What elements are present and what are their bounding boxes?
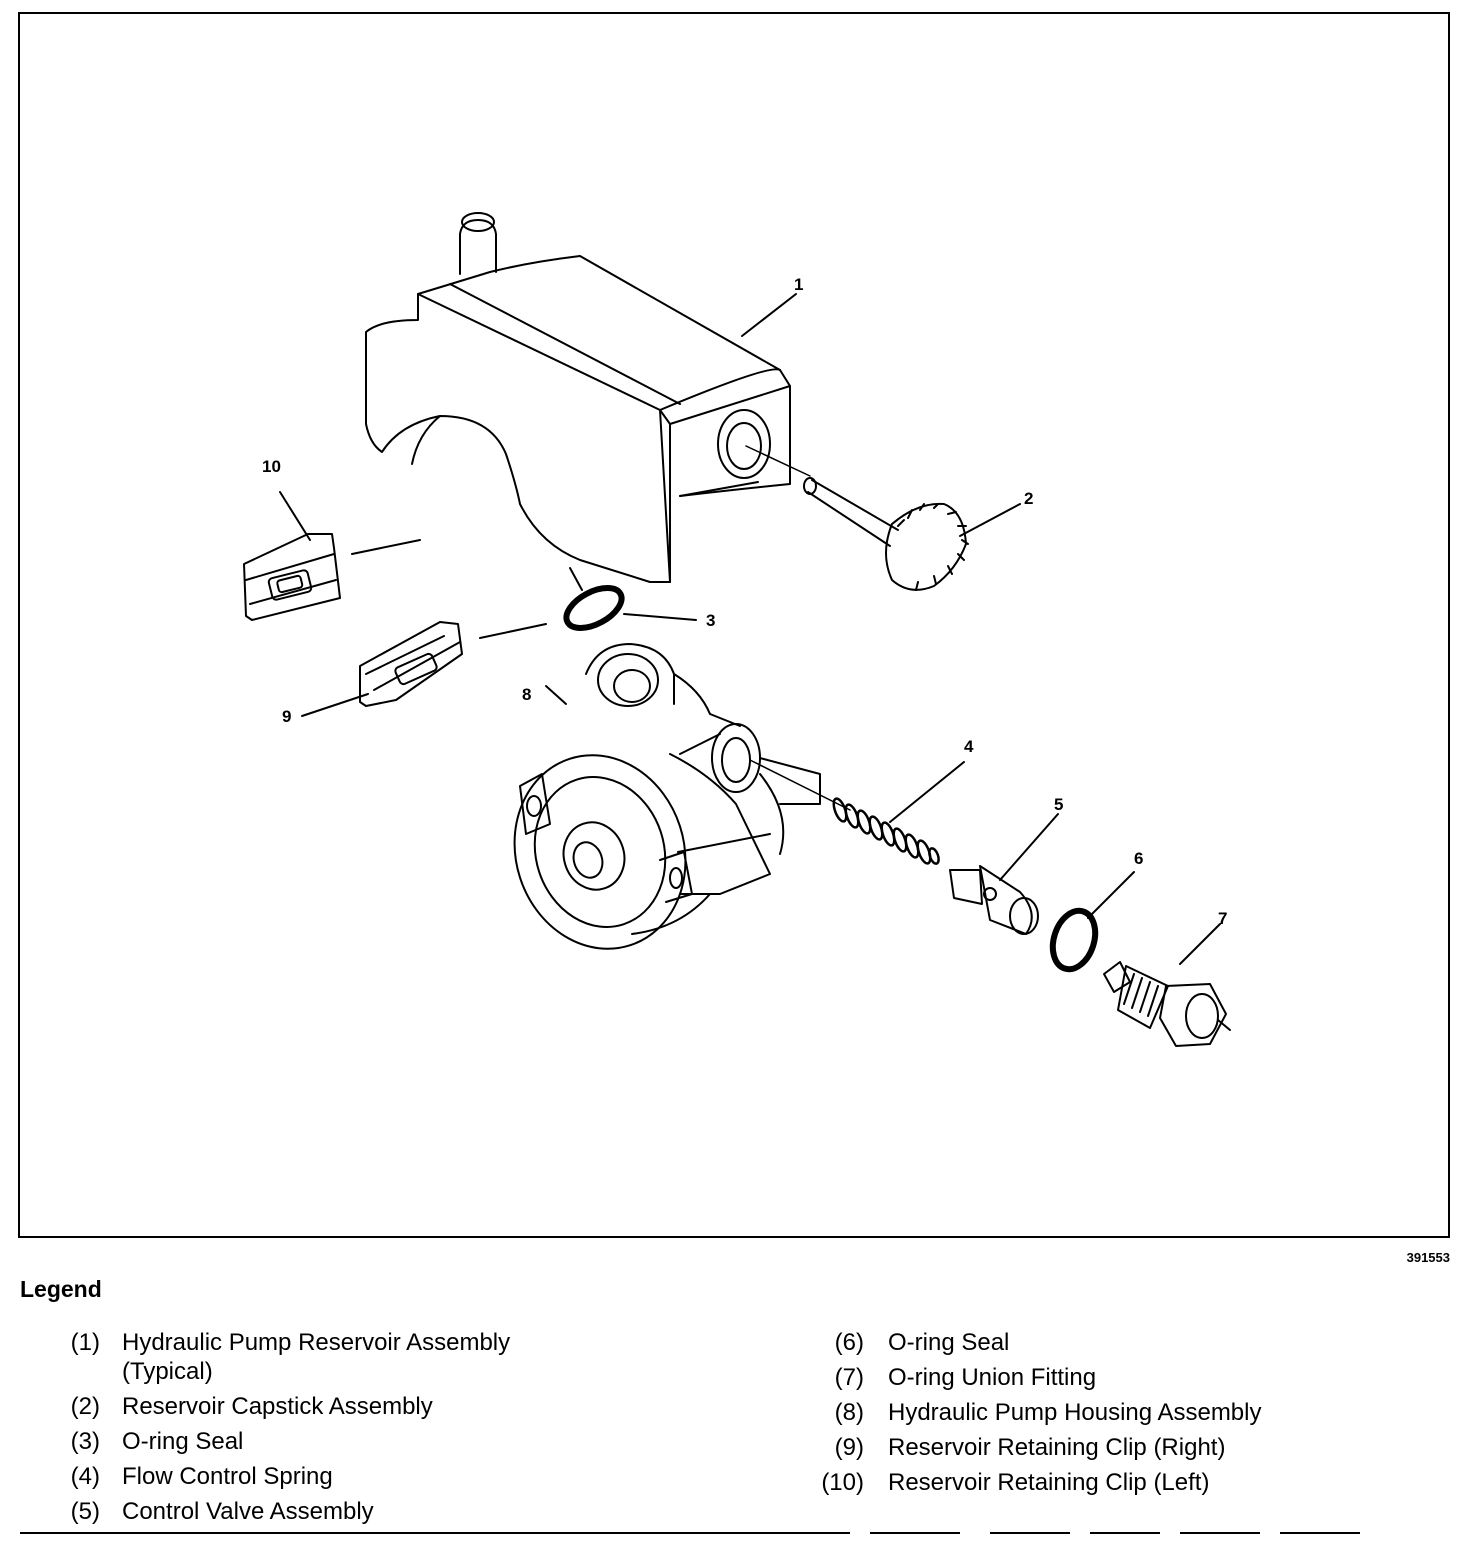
callout-10: 10 [262,457,281,476]
legend-item-text: Reservoir Retaining Clip (Left) [888,1469,1210,1496]
legend-title: Legend [20,1276,102,1302]
flow-control-spring [749,759,965,865]
callout-6: 6 [1134,849,1143,868]
legend-item-text: O-ring Union Fitting [888,1364,1097,1391]
legend-item-number: (5) [70,1498,100,1525]
callout-8: 8 [522,685,531,704]
legend-item-number: (7) [834,1364,864,1391]
legend-item-text: Flow Control Spring [122,1463,333,1490]
legend-item: (5) Control Valve Assembly [0,1497,720,1526]
pump-housing [513,643,821,950]
legend-item: (8) Hydraulic Pump Housing Assembly [816,1398,1456,1427]
legend-item-number: (9) [834,1434,864,1461]
legend-item-number: (6) [834,1329,864,1356]
legend-item-number: (2) [70,1393,100,1420]
legend-item-text: Reservoir Capstick Assembly [122,1393,433,1420]
legend-item-number: (8) [834,1399,864,1426]
exploded-diagram: 1 2 3 4 5 6 7 8 9 10 [243,212,1231,1047]
callout-4: 4 [964,737,974,756]
o-ring-union-fitting [1103,923,1231,1047]
legend-item-text-continued: (Typical) [122,1358,213,1385]
o-ring-seal-upper [563,567,697,631]
reservoir-assembly [365,212,791,583]
legend-item-number: (10) [821,1469,864,1496]
callout-5: 5 [1054,795,1063,814]
legend-item: (2) Reservoir Capstick Assembly [0,1392,720,1421]
legend-item-number: (3) [70,1428,100,1455]
legend-item: (10) Reservoir Retaining Clip (Left) [816,1468,1456,1497]
legend-item: (3) O-ring Seal [0,1427,720,1456]
legend-item: (6) O-ring Seal [816,1328,1456,1357]
callout-7: 7 [1218,909,1227,928]
callout-9: 9 [282,707,291,726]
legend-item-text: O-ring Seal [122,1428,244,1455]
reservoir-capstick [745,445,1021,591]
figure-frame: 1 2 3 4 5 6 7 8 9 10 [18,12,1450,1238]
legend-item-text: Hydraulic Pump Housing Assembly [888,1399,1262,1426]
callout-leader-1 [741,293,797,337]
legend-item-text: Reservoir Retaining Clip (Right) [888,1434,1226,1461]
legend-item: (4) Flow Control Spring [0,1462,720,1491]
retaining-clip-left [243,491,421,621]
callout-1: 1 [794,275,803,294]
legend-item-text: Hydraulic Pump Reservoir Assembly [122,1329,511,1356]
control-valve-assembly [949,813,1059,935]
callout-3: 3 [706,611,715,630]
retaining-clip-right [301,621,547,717]
legend-item: (9) Reservoir Retaining Clip (Right) [816,1433,1456,1462]
o-ring-seal-lower [1049,871,1135,973]
legend-item-text: O-ring Seal [888,1329,1010,1356]
legend-item: (7) O-ring Union Fitting [816,1363,1456,1392]
footer-rule [20,1532,1360,1534]
legend-item-text: Control Valve Assembly [122,1498,374,1525]
legend-item-number: (4) [70,1463,100,1490]
callout-2: 2 [1024,489,1033,508]
legend-left-column: (1) Hydraulic Pump Reservoir Assembly (T… [0,1328,720,1532]
legend-item: (1) Hydraulic Pump Reservoir Assembly (T… [0,1328,720,1386]
figure-id-label: 391553 [1406,1250,1450,1265]
legend-item-number: (1) [70,1329,100,1356]
legend-right-column: (6) O-ring Seal (7) O-ring Union Fitting… [816,1328,1456,1503]
